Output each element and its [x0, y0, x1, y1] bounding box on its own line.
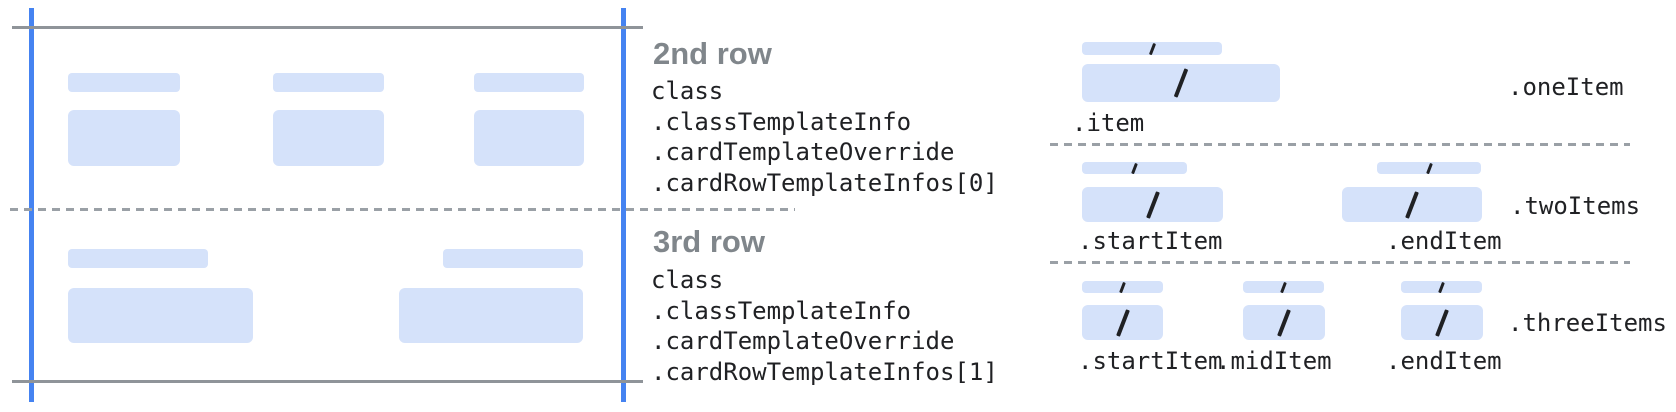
card-right-edge-line — [621, 8, 626, 402]
row2-col2-value-bar — [273, 110, 384, 166]
slot-label-miditem: .midItem — [1216, 347, 1332, 375]
row3-start-value-bar — [68, 288, 253, 343]
card-row-divider-dashed — [10, 208, 795, 211]
start-item-value-bar — [1082, 305, 1163, 340]
item-value-bar — [1082, 64, 1280, 102]
row3-heading: 3rd row — [653, 224, 765, 259]
path-line: .cardTemplateOverride — [651, 327, 955, 355]
path-line: .cardRowTemplateInfos[0] — [651, 168, 998, 197]
row2-field-path: class .classTemplateInfo .cardTemplateOv… — [651, 76, 998, 198]
slash-icon — [1145, 190, 1160, 219]
start-item-value-bar — [1082, 187, 1223, 222]
path-line: .classTemplateInfo — [651, 296, 912, 325]
slash-icon — [1148, 42, 1156, 55]
mid-item-value-bar — [1243, 305, 1325, 340]
row2-col2-label-bar — [273, 73, 384, 92]
end-item-value-bar — [1401, 305, 1483, 340]
path-line: .classTemplateInfo — [651, 107, 912, 136]
row2-col1-label-bar — [68, 73, 180, 92]
slot-label-item: .item — [1072, 109, 1145, 137]
row3-field-path: class .classTemplateInfo .cardTemplateOv… — [651, 265, 998, 387]
card-top-line — [12, 26, 643, 29]
slash-icon — [1438, 281, 1445, 293]
item-label-bar — [1082, 42, 1222, 55]
slash-icon — [1405, 190, 1419, 219]
path-line: class — [651, 266, 724, 294]
path-line: class — [651, 77, 724, 105]
slash-icon — [1119, 281, 1126, 293]
slash-icon — [1435, 308, 1449, 337]
row2-heading: 2nd row — [653, 36, 772, 71]
card-bottom-line — [12, 380, 643, 383]
template-label-threeitems: .threeItems — [1508, 309, 1667, 337]
slot-label-startitem: .startItem — [1078, 347, 1223, 375]
row2-col3-label-bar — [474, 73, 584, 92]
slash-icon — [1131, 162, 1138, 174]
template-section-divider-dashed — [1050, 143, 1630, 146]
start-item-label-bar — [1082, 281, 1163, 293]
row2-col3-value-bar — [474, 110, 584, 166]
end-item-label-bar — [1377, 162, 1481, 174]
slash-icon — [1280, 281, 1287, 293]
template-section-divider-dashed — [1050, 261, 1630, 264]
slot-label-enditem: .endItem — [1386, 347, 1502, 375]
row2-col1-value-bar — [68, 110, 180, 166]
row3-end-value-bar — [399, 288, 583, 343]
template-label-oneitem: .oneItem — [1508, 73, 1624, 101]
row3-start-label-bar — [68, 249, 208, 268]
template-label-twoitems: .twoItems — [1510, 192, 1641, 220]
slash-icon — [1277, 308, 1291, 337]
card-left-edge-line — [29, 8, 34, 402]
mid-item-label-bar — [1243, 281, 1324, 293]
slot-label-enditem: .endItem — [1386, 227, 1502, 255]
end-item-label-bar — [1401, 281, 1482, 293]
slash-icon — [1425, 162, 1433, 174]
slash-icon — [1173, 68, 1189, 98]
end-item-value-bar — [1342, 187, 1482, 222]
path-line: .cardTemplateOverride — [651, 138, 955, 166]
start-item-label-bar — [1082, 162, 1187, 174]
slot-label-startitem: .startItem — [1078, 227, 1223, 255]
slash-icon — [1115, 308, 1130, 337]
path-line: .cardRowTemplateInfos[1] — [651, 357, 998, 386]
row3-end-label-bar — [443, 249, 583, 268]
